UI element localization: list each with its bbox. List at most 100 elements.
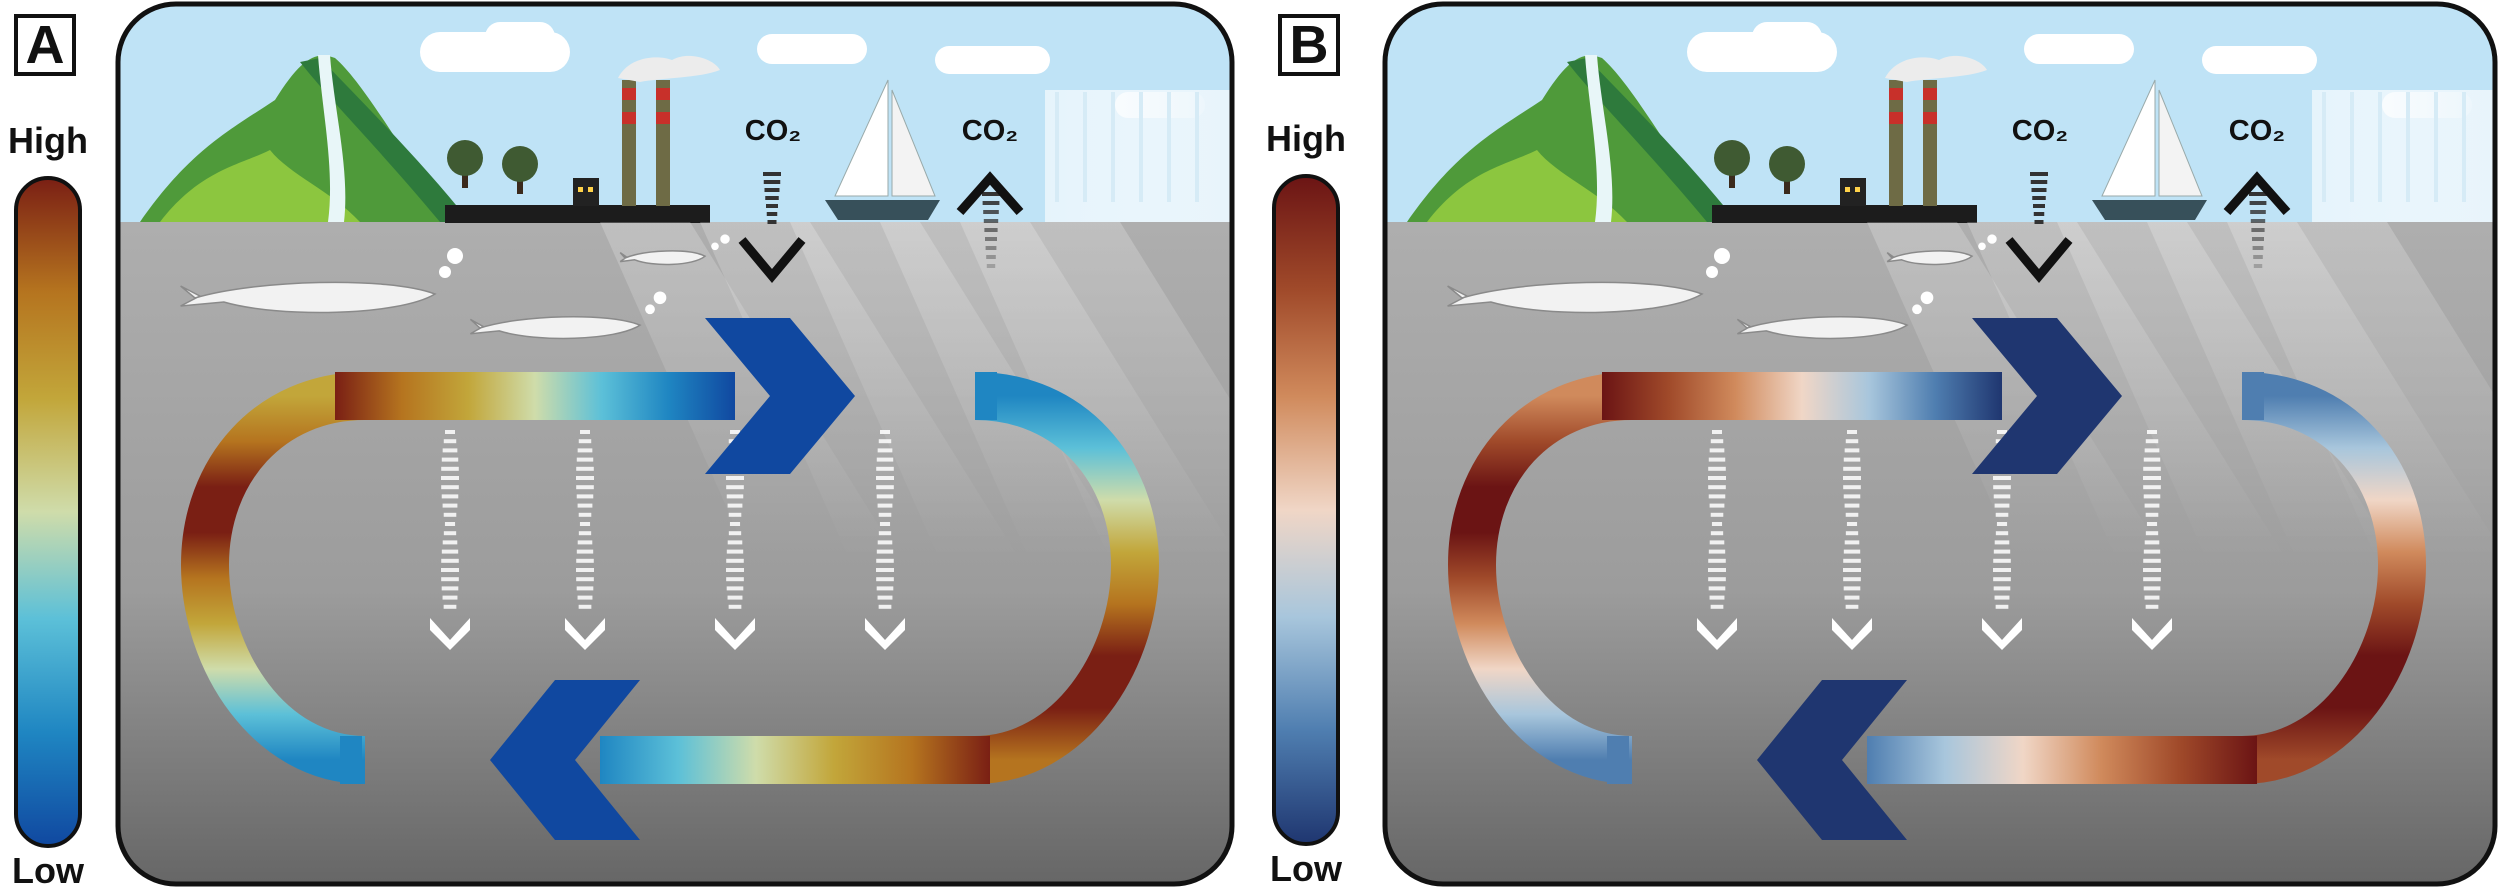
- co2-in-arrow-stripe: [763, 180, 781, 184]
- particle-stripe: [728, 531, 742, 536]
- co2-out-arrow-stripe: [2253, 255, 2263, 259]
- panel-a-co2-in-label: CO₂: [745, 115, 801, 147]
- particle-stripe: [730, 430, 740, 434]
- panel-a-frame: [115, 1, 1235, 887]
- particle-stripe: [1708, 568, 1726, 572]
- particle-stripe: [576, 485, 594, 490]
- surface-current-arrowhead: [705, 318, 855, 474]
- cloud: [1752, 22, 1822, 52]
- particle-stripe: [578, 531, 592, 536]
- particle-stripe: [2144, 540, 2160, 545]
- particle-stripe: [441, 466, 459, 471]
- particle-arrowhead: [565, 618, 605, 650]
- particle-stripe: [1710, 531, 1724, 536]
- bubble: [1706, 266, 1718, 278]
- particle-stripe: [577, 540, 593, 545]
- particle-stripe: [727, 540, 743, 545]
- particle-arrowhead: [430, 618, 470, 650]
- bubble: [1714, 248, 1730, 264]
- co2-out-arrowhead: [956, 171, 1024, 215]
- boat-hull: [825, 200, 940, 220]
- co2-in-arrow-stripe: [2034, 220, 2044, 224]
- boat-sail: [834, 79, 889, 197]
- particle-stripe: [2146, 522, 2158, 526]
- particle-stripe: [726, 568, 744, 572]
- particle-stripe: [578, 439, 592, 444]
- particle-stripe: [878, 512, 892, 517]
- co2-in-arrow-stripe: [766, 212, 778, 216]
- particle-stripe: [727, 595, 743, 600]
- scale-b-low-label: Low: [1270, 848, 1342, 889]
- smokestack-stripe: [656, 88, 670, 100]
- particle-stripe: [579, 522, 591, 526]
- particle-stripe: [1993, 549, 2011, 554]
- particle-stripe: [726, 558, 744, 563]
- co2-out-arrow-stripe: [982, 201, 1000, 205]
- particle-stripe: [1708, 577, 1726, 582]
- particle-stripe: [2143, 586, 2161, 591]
- ice-crevasse: [2378, 92, 2382, 202]
- particle-stripe: [1709, 540, 1725, 545]
- particle-stripe: [1845, 531, 1859, 536]
- particle-stripe: [1997, 430, 2007, 434]
- particle-stripe: [876, 466, 894, 471]
- factory-window: [588, 187, 593, 192]
- boat-sail: [891, 89, 936, 197]
- particle-stripe: [877, 448, 893, 453]
- particle-stripe: [1995, 531, 2009, 536]
- particle-stripe: [441, 457, 459, 462]
- particle-stripe: [1843, 577, 1861, 582]
- co2-out-arrow-stripe: [983, 219, 999, 223]
- mountain-shadow: [1567, 58, 1737, 222]
- bubble: [447, 248, 463, 264]
- particle-stripe: [441, 549, 459, 554]
- particle-stripe: [577, 503, 593, 508]
- particle-stripe: [443, 439, 457, 444]
- particle-stripe: [442, 503, 458, 508]
- particle-stripe: [726, 549, 744, 554]
- panel-b-co2-in-label: CO₂: [2012, 115, 2068, 147]
- smokestack-stripe: [656, 112, 670, 124]
- co2-out-arrow-stripe: [2249, 192, 2267, 196]
- particle-stripe: [1709, 595, 1725, 600]
- particle-stripe: [1708, 476, 1726, 480]
- deep-current-arrowhead: [1757, 680, 1907, 840]
- particle-stripe: [1843, 494, 1861, 499]
- ice-crevasse: [1195, 92, 1199, 202]
- particle-stripe: [1843, 476, 1861, 480]
- particle-stripe: [876, 457, 894, 462]
- circulation-right-bend: [973, 372, 1160, 784]
- particle-stripe: [876, 549, 894, 554]
- co2-out-arrow-stripe: [986, 264, 996, 268]
- particle-stripe: [2147, 430, 2157, 434]
- particle-stripe: [728, 604, 742, 609]
- particle-stripe: [2144, 448, 2160, 453]
- particle-stripe: [877, 503, 893, 508]
- bubble: [1920, 291, 1934, 305]
- boat-hull: [2092, 200, 2207, 220]
- co2-out-arrow-stripe: [985, 246, 997, 250]
- particle-stripe: [726, 485, 744, 490]
- co2-out-arrow-stripe: [2252, 237, 2264, 241]
- particle-stripe: [726, 494, 744, 499]
- ice-crevasse: [1139, 92, 1143, 202]
- whale: [469, 315, 642, 340]
- particle-stripe: [2143, 457, 2161, 462]
- boat-sail: [2101, 79, 2156, 197]
- particle-stripe: [577, 595, 593, 600]
- tree-crown: [447, 140, 483, 176]
- particle-stripe: [576, 586, 594, 591]
- cloud: [2024, 34, 2134, 64]
- particle-stripe: [1710, 604, 1724, 609]
- particle-stripe: [726, 476, 744, 480]
- co2-out-arrow-stripe: [985, 237, 997, 241]
- particle-stripe: [1847, 430, 1857, 434]
- particle-stripe: [1994, 503, 2010, 508]
- smokestack-stripe: [622, 112, 636, 124]
- particle-stripe: [576, 577, 594, 582]
- smokestack-stripe: [1923, 112, 1937, 124]
- particle-stripe: [1993, 577, 2011, 582]
- light-ray: [2227, 222, 2495, 560]
- panel-a-label: A: [14, 14, 76, 76]
- ice-crevasse: [1111, 92, 1115, 202]
